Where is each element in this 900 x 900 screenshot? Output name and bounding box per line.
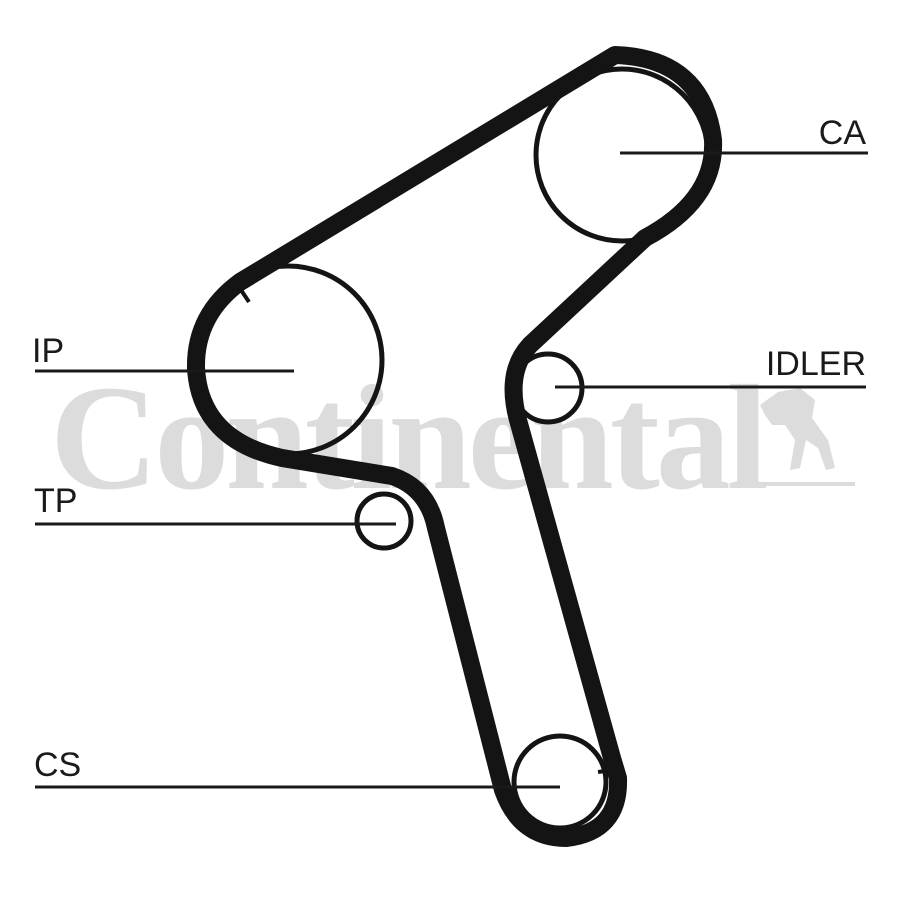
ip-label: IP bbox=[32, 332, 64, 370]
tp-pulley bbox=[354, 491, 414, 551]
cs-timing-mark bbox=[597, 768, 613, 774]
continental-watermark: Continental bbox=[50, 355, 855, 521]
timing-belt bbox=[186, 46, 723, 847]
timing-marks bbox=[239, 65, 613, 774]
cs-pulley bbox=[511, 733, 609, 831]
cs-label: CS bbox=[34, 746, 81, 784]
horse-logo-icon bbox=[755, 388, 855, 486]
tp-label: TP bbox=[34, 482, 77, 520]
ip-timing-mark bbox=[239, 288, 251, 304]
ca-label: CA bbox=[819, 114, 867, 152]
idler-label: IDLER bbox=[766, 345, 866, 383]
ca-timing-mark bbox=[581, 65, 590, 81]
watermark-text: Continental bbox=[50, 355, 767, 521]
